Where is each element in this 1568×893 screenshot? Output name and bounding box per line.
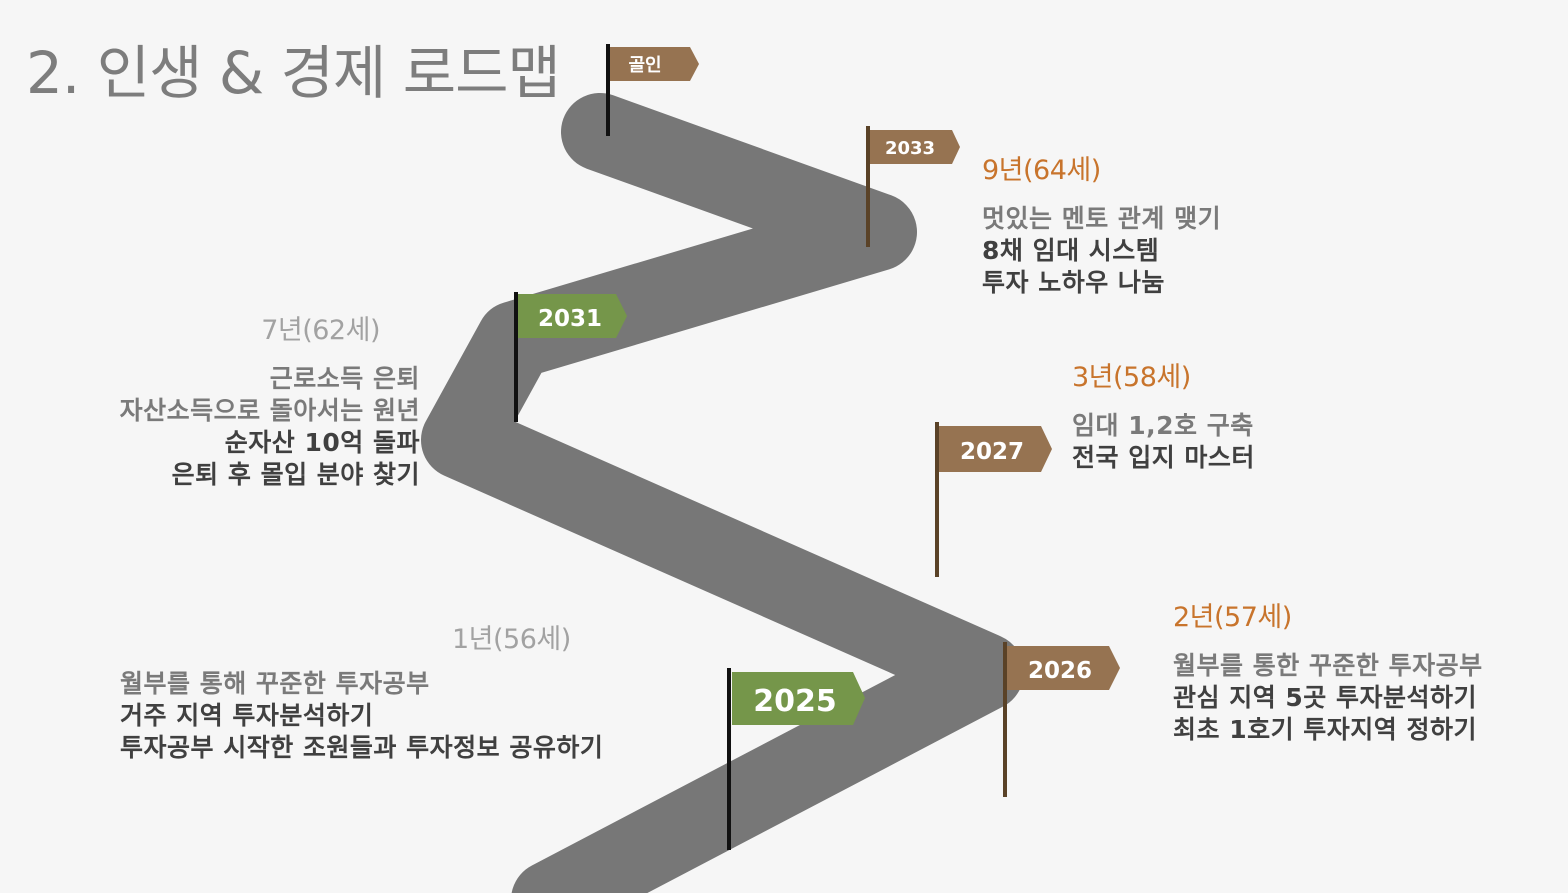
milestone-2033: 9년(64세) 멋있는 멘토 관계 맺기 8채 임대 시스템 투자 노하우 나눔: [982, 148, 1221, 299]
milestone-2031-line-3: 순자산 10억 돌파: [224, 428, 420, 457]
milestone-2026-line-1: 월부를 통한 꾸준한 투자공부: [1173, 651, 1483, 680]
milestone-2033-line-1: 멋있는 멘토 관계 맺기: [982, 204, 1222, 233]
flag-2027: 2027: [935, 422, 1052, 577]
milestone-2026-heading: 2년(57세): [1173, 602, 1292, 633]
milestone-2031-line-4: 은퇴 후 몰입 분야 찾기: [171, 460, 420, 489]
flag-2027-banner: [939, 426, 1052, 472]
milestone-2027: 3년(58세) 임대 1,2호 구축 전국 입지 마스터: [1072, 355, 1255, 474]
flag-2033: 2033: [866, 126, 960, 247]
milestone-2033-line-3: 투자 노하우 나눔: [982, 268, 1165, 297]
milestone-2027-heading: 3년(58세): [1072, 362, 1191, 393]
flag-2031: 2031: [514, 292, 627, 422]
flag-2025-label: 2025: [753, 684, 837, 719]
flag-2026: 2026: [1003, 642, 1120, 797]
flag-2031-banner: [517, 294, 627, 338]
milestone-2026-line-3: 최초 1호기 투자지역 정하기: [1173, 715, 1478, 744]
flag-2027-label: 2027: [960, 439, 1024, 465]
milestone-2027-line-2: 전국 입지 마스터: [1072, 443, 1255, 472]
milestone-2031-line-2: 자산소득으로 돌아서는 원년: [119, 396, 420, 425]
flag-2031-label: 2031: [538, 306, 602, 332]
milestone-2033-line-2: 8채 임대 시스템: [982, 236, 1160, 265]
flag-2025-banner: [732, 672, 865, 725]
flag-goal: 골인: [606, 44, 699, 136]
milestone-2031: 7년(62세) 근로소득 은퇴 자산소득으로 돌아서는 원년 순자산 10억 돌…: [120, 308, 420, 491]
milestone-2026-line-2: 관심 지역 5곳 투자분석하기: [1173, 683, 1478, 712]
milestone-2026: 2년(57세) 월부를 통한 꾸준한 투자공부 관심 지역 5곳 투자분석하기 …: [1173, 595, 1483, 746]
milestone-2025: 월부를 통해 꾸준한 투자공부 거주 지역 투자분석하기 투자공부 시작한 조원…: [120, 668, 603, 764]
page-title: 2. 인생 & 경제 로드맵: [26, 39, 561, 107]
flag-goal-banner: [610, 47, 699, 81]
milestone-2025-line-3: 투자공부 시작한 조원들과 투자정보 공유하기: [120, 733, 604, 762]
milestone-2025-line-1: 월부를 통해 꾸준한 투자공부: [120, 669, 430, 698]
milestone-2025-heading: 1년(56세): [452, 624, 571, 655]
milestone-2031-line-1: 근로소득 은퇴: [269, 364, 420, 393]
flag-2026-label: 2026: [1028, 658, 1092, 684]
flag-2033-label: 2033: [885, 138, 935, 159]
flag-2026-banner: [1006, 646, 1120, 690]
milestone-2027-line-1: 임대 1,2호 구축: [1072, 411, 1254, 440]
flag-goal-label: 골인: [628, 55, 661, 76]
flag-2025: 2025: [727, 668, 865, 850]
milestone-2031-heading: 7년(62세): [261, 315, 380, 346]
milestone-2033-heading: 9년(64세): [982, 155, 1101, 186]
milestone-2025-line-2: 거주 지역 투자분석하기: [120, 701, 374, 730]
road-path: [421, 93, 1024, 893]
flag-2033-banner: [870, 130, 960, 164]
